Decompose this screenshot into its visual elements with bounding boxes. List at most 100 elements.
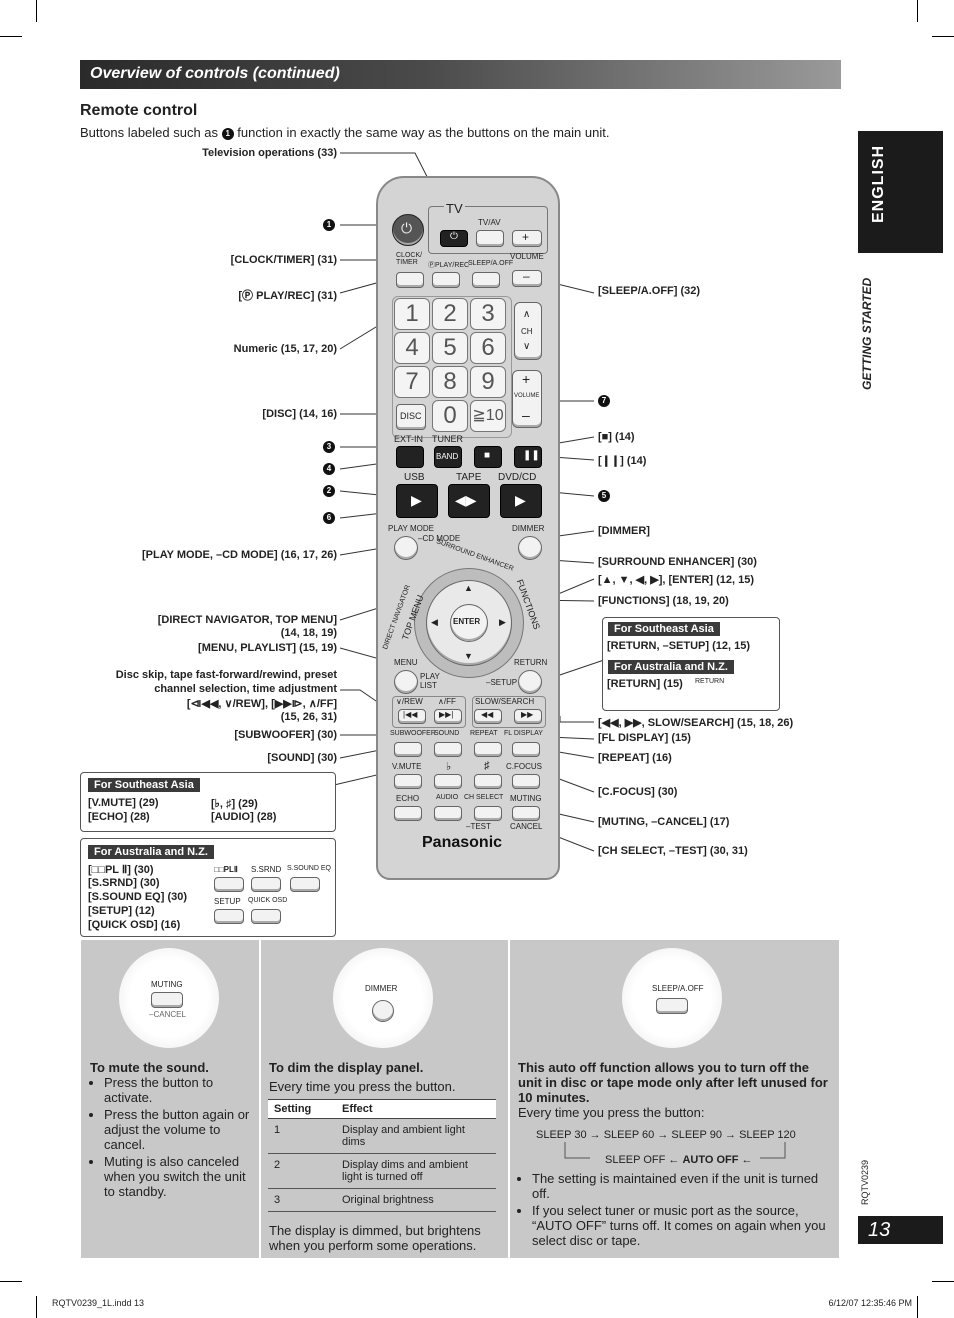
plus-icon: + bbox=[522, 230, 530, 244]
label-skip-3: [⧏◀◀, ∨/REW], [▶▶⧐, ∧/FF] bbox=[186, 698, 337, 710]
remote-audio-label: AUDIO bbox=[436, 794, 459, 801]
arrow-up-icon: ▲ bbox=[464, 583, 473, 593]
tv-volume-down-button[interactable]: – bbox=[512, 269, 542, 287]
anz-btn-quick-osd[interactable] bbox=[251, 909, 281, 924]
volume-rocker-label: VOLUME bbox=[514, 393, 540, 399]
pause-button[interactable]: ❚❚ bbox=[514, 446, 542, 468]
digit-5[interactable]: 5 bbox=[432, 332, 468, 364]
anz-btn-setup[interactable] bbox=[214, 909, 244, 924]
sea-box-header: For Southeast Asia bbox=[88, 778, 200, 792]
flat-button[interactable] bbox=[434, 774, 462, 789]
dim-col-setting: Setting bbox=[268, 1099, 336, 1119]
dimmer-button[interactable] bbox=[518, 536, 542, 560]
return-region-box: For Southeast Asia [RETURN, –SETUP] (12,… bbox=[602, 617, 780, 711]
return-anz-text: [RETURN] (15) bbox=[607, 678, 683, 690]
volume-rocker[interactable]: + VOLUME – bbox=[512, 370, 542, 428]
stop-button[interactable]: ■ bbox=[474, 446, 502, 468]
power-button[interactable]: ⏻ bbox=[392, 214, 424, 246]
menu-button[interactable] bbox=[394, 670, 418, 694]
digit-2[interactable]: 2 bbox=[432, 298, 468, 330]
fl-display-button[interactable] bbox=[512, 742, 540, 757]
page-number-box: 13 bbox=[858, 1216, 943, 1244]
digit-10-plus[interactable]: ≧10 bbox=[470, 400, 506, 432]
play-rec-button[interactable] bbox=[432, 272, 460, 288]
digit-4[interactable]: 4 bbox=[394, 332, 430, 364]
badge-3: 3 bbox=[323, 441, 335, 453]
mute-bullet-2: Press the button again or adjust the vol… bbox=[104, 1107, 254, 1152]
footer-file: RQTV0239_1L.indd 13 bbox=[52, 1298, 145, 1308]
ext-in-button[interactable] bbox=[396, 446, 424, 468]
table-row: 3 Original brightness bbox=[268, 1188, 496, 1212]
tv-volume-up-button[interactable]: + bbox=[512, 230, 542, 247]
anz-item-plii: [□□PL Ⅱ] (30) bbox=[88, 864, 154, 876]
digit-7[interactable]: 7 bbox=[394, 366, 430, 398]
dimmer-illustration: DIMMER bbox=[333, 948, 433, 1048]
muting-illustration: MUTING –CANCEL bbox=[119, 948, 219, 1048]
anz-item-ssound: [S.SOUND EQ] (30) bbox=[88, 891, 188, 903]
illus-dimmer-label: DIMMER bbox=[365, 984, 398, 993]
digit-8[interactable]: 8 bbox=[432, 366, 468, 398]
dim-footer: The display is dimmed, but brightens whe… bbox=[269, 1223, 481, 1253]
muting-button[interactable] bbox=[512, 806, 540, 821]
usb-play-button[interactable]: ▶ bbox=[396, 484, 438, 518]
return-button[interactable] bbox=[518, 670, 542, 694]
anz-btn-ssound[interactable] bbox=[290, 877, 320, 892]
band-button[interactable]: BAND bbox=[434, 446, 462, 468]
label-subwoofer: [SUBWOOFER] (30) bbox=[234, 729, 337, 741]
anz-btn-ssrnd[interactable] bbox=[251, 877, 281, 892]
language-tab: ENGLISH bbox=[858, 131, 943, 253]
tv-av-button[interactable] bbox=[476, 230, 504, 247]
sound-button[interactable] bbox=[434, 742, 462, 757]
echo-button[interactable] bbox=[394, 806, 422, 821]
play-mode-button[interactable] bbox=[394, 536, 418, 560]
remote-cdmode-label: –CD MODE bbox=[418, 534, 461, 543]
badge-6: 6 bbox=[323, 512, 335, 524]
sleep-bullet-1: The setting is maintained even if the un… bbox=[532, 1171, 834, 1201]
slow-forward-button[interactable]: ▶▶ bbox=[514, 709, 542, 724]
label-stop: [■] (14) bbox=[598, 431, 635, 443]
table-row: 1 Display and ambient light dims bbox=[268, 1118, 496, 1154]
intro-text-before: Buttons labeled such as bbox=[80, 125, 219, 140]
ch-select-button[interactable] bbox=[474, 806, 502, 821]
digit-6[interactable]: 6 bbox=[470, 332, 506, 364]
digit-3[interactable]: 3 bbox=[470, 298, 506, 330]
dvd-cd-play-button[interactable]: ▶ bbox=[500, 484, 542, 518]
subwoofer-button[interactable] bbox=[394, 742, 422, 757]
digit-9[interactable]: 9 bbox=[470, 366, 506, 398]
dim-intro: Every time you press the button. bbox=[269, 1079, 456, 1094]
label-skip-2: channel selection, time adjustment bbox=[154, 683, 337, 695]
label-repeat: [REPEAT] (16) bbox=[598, 752, 672, 764]
anz-box: For Australia and N.Z. [□□PL Ⅱ] (30) [S.… bbox=[80, 838, 336, 937]
volume-plus-icon: + bbox=[522, 371, 531, 387]
slow-back-button[interactable]: ◀◀ bbox=[474, 709, 502, 724]
v-mute-button[interactable] bbox=[394, 774, 422, 789]
chevron-up-icon: ∧ bbox=[523, 309, 531, 320]
audio-button[interactable] bbox=[434, 806, 462, 821]
digit-1[interactable]: 1 bbox=[394, 298, 430, 330]
sleep-button[interactable] bbox=[472, 272, 500, 288]
remote-dvdcd-label: DVD/CD bbox=[498, 472, 537, 483]
label-dimmer: [DIMMER] bbox=[598, 525, 650, 537]
enter-button[interactable]: ENTER bbox=[450, 604, 488, 642]
illus-cancel-label: –CANCEL bbox=[149, 1010, 186, 1019]
remote-dimmer-label: DIMMER bbox=[512, 524, 545, 533]
skip-frame bbox=[392, 696, 466, 728]
skip-forward-button[interactable]: ▶▶| bbox=[434, 709, 462, 724]
anz-btn-plii[interactable] bbox=[214, 877, 244, 892]
channel-rocker[interactable]: ∧ CH ∨ bbox=[514, 302, 542, 360]
tape-play-button[interactable]: ◀▶ bbox=[448, 484, 490, 518]
skip-back-button[interactable]: |◀◀ bbox=[398, 709, 426, 724]
tv-power-button[interactable]: ⏻ bbox=[440, 230, 468, 247]
c-focus-button[interactable] bbox=[512, 774, 540, 789]
badge-1: 1 bbox=[323, 219, 335, 231]
arrow-right-icon: ▶ bbox=[499, 617, 506, 627]
repeat-button[interactable] bbox=[474, 742, 502, 757]
disc-button[interactable]: DISC bbox=[396, 404, 426, 430]
section-title: Overview of controls (continued) bbox=[90, 65, 340, 82]
digit-0[interactable]: 0 bbox=[432, 400, 468, 432]
clock-timer-button[interactable] bbox=[396, 272, 424, 288]
sleep-panel: SLEEP/A.OFF This auto off function allow… bbox=[510, 940, 839, 1258]
remote-tv-label: TV bbox=[444, 201, 465, 216]
sharp-button[interactable] bbox=[474, 774, 502, 789]
remote-menu-label: MENU bbox=[394, 658, 418, 667]
